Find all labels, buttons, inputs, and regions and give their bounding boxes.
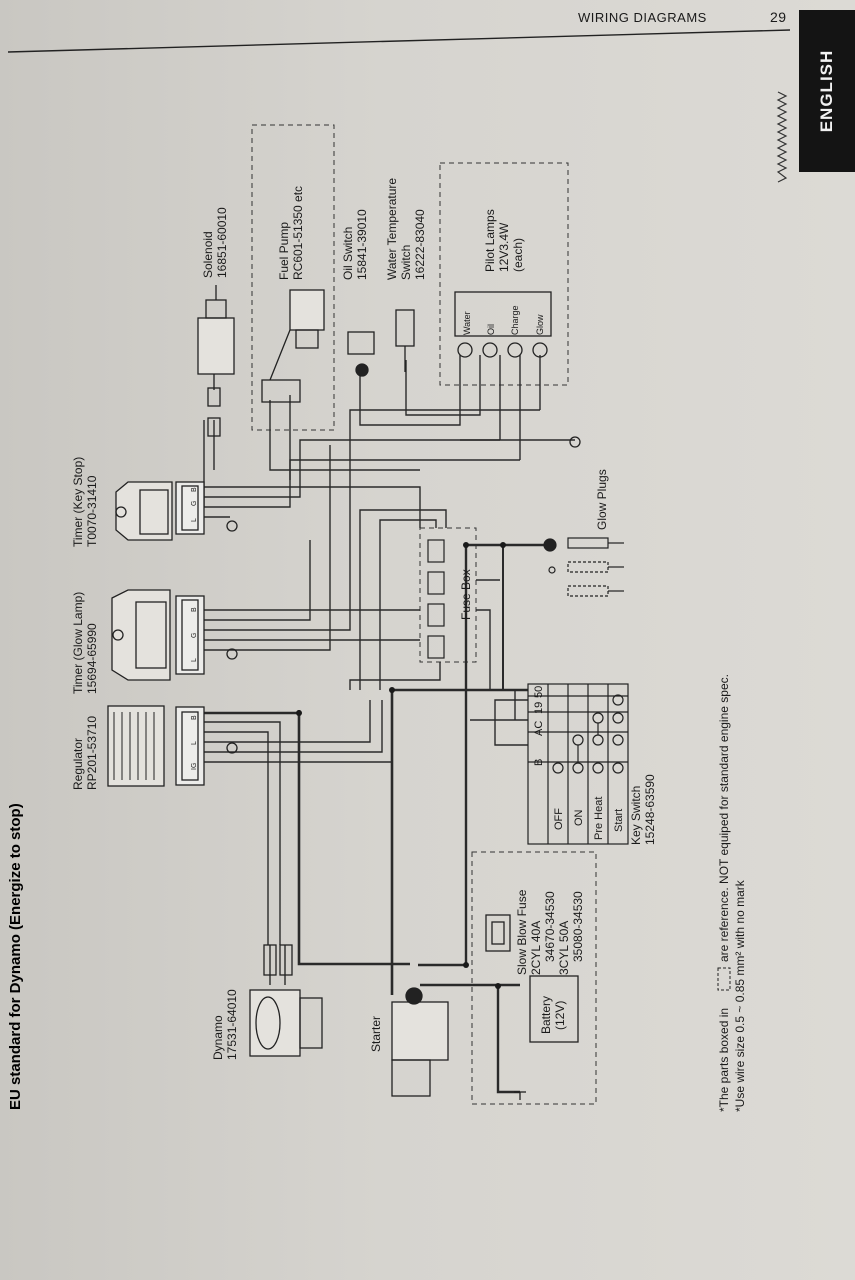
pilot-lamps-label: Pilot Lamps: [483, 209, 497, 272]
lamp-label-glow: Glow: [535, 314, 545, 335]
key-switch-col-50: 50: [533, 686, 545, 698]
regulator-part: RP201-53710: [85, 716, 99, 790]
regulator-label: Regulator: [71, 738, 85, 790]
fuel-pump-part: RC601-51350 etc: [291, 186, 305, 280]
reg-terminal-b: B: [191, 715, 198, 720]
regulator-symbol: [107, 705, 238, 787]
fuse-box-symbol: [427, 539, 445, 659]
fuse-box-dashed-outline: [419, 527, 477, 663]
key-switch-col-19: 19: [533, 702, 545, 714]
page-number: 29: [770, 9, 787, 25]
dynamo-label: Dynamo: [211, 1015, 225, 1060]
diagram-title: EU standard for Dynamo (Energize to stop…: [7, 803, 24, 1110]
timer-glow-part: 15694-65990: [85, 623, 99, 694]
key-switch-label: Key Switch: [629, 786, 643, 845]
tk-terminal-b: B: [191, 487, 198, 492]
glow-plugs-label: Glow Plugs: [595, 469, 609, 530]
tg-terminal-b: B: [191, 607, 198, 612]
starter-label: Starter: [369, 1016, 383, 1052]
slow-blow-fuse-symbol: [485, 914, 511, 952]
fuse-box-label: Fuse Box: [459, 569, 473, 620]
language-tab: ENGLISH: [799, 10, 855, 172]
glow-plugs-symbol: [543, 537, 624, 597]
key-switch-part: 15248-63590: [643, 774, 657, 845]
slow-blow-fuse-line2: 34670-34530: [543, 891, 557, 962]
key-switch-col-ac: AC: [533, 721, 545, 736]
lamp-label-charge: Charge: [510, 305, 520, 335]
lamp-label-water: Water: [462, 311, 472, 335]
note-1-prefix: *The parts boxed in: [717, 1008, 731, 1112]
pilot-lamps-symbol: [454, 291, 581, 448]
slow-blow-fuse-label: Slow Blow Fuse: [515, 889, 529, 975]
water-temp-part: 16222-83040: [413, 209, 427, 280]
tk-terminal-g: G: [191, 501, 198, 506]
note-2: *Use wire size 0.5 ~ 0.85 mm² with no ma…: [733, 879, 747, 1112]
glow-lamp-timer-symbol: [111, 589, 238, 681]
water-temp-label-2: Switch: [399, 245, 413, 280]
dynamo-symbol: [249, 944, 323, 1057]
battery-fuse-dashed-box: [471, 851, 597, 1105]
battery-symbol: [514, 975, 579, 1100]
slow-blow-fuse-line3: 3CYL 50A: [557, 921, 571, 975]
solenoid-symbol: [197, 285, 235, 437]
slow-blow-fuse-line4: 35080-34530: [571, 891, 585, 962]
oil-switch-label: Oil Switch: [341, 227, 355, 280]
tg-terminal-l: L: [191, 658, 198, 662]
water-temp-label: Water Temperature: [385, 178, 399, 280]
timer-glow-label: Timer (Glow Lamp): [71, 592, 85, 694]
pilot-lamp-dashed-box: [439, 162, 569, 386]
brand-mark-icon: [776, 91, 788, 183]
key-switch-col-b: B: [533, 759, 545, 766]
fuel-pump-label: Fuel Pump: [277, 222, 291, 280]
timer-key-label: Timer (Key Stop): [71, 457, 85, 547]
solenoid-part: 16851-60010: [215, 207, 229, 278]
tk-terminal-l: L: [191, 518, 198, 522]
note-box-icon: [717, 967, 731, 991]
lamp-label-oil: Oil: [486, 324, 496, 335]
key-switch-table: [527, 683, 629, 845]
key-switch-row-on: ON: [573, 809, 585, 826]
water-temp-switch-symbol: [395, 309, 415, 372]
key-stop-timer-symbol: [115, 481, 238, 541]
pilot-lamps-spec: 12V3.4W: [497, 222, 511, 272]
solenoid-label: Solenoid: [201, 231, 215, 278]
fuel-pump-dashed-box: [251, 124, 335, 431]
tg-terminal-g: G: [191, 633, 198, 638]
key-switch-row-start: Start: [613, 809, 625, 832]
battery-voltage: (12V): [553, 1001, 567, 1030]
note-1-suffix: are reference. NOT equiped for standard …: [717, 674, 731, 962]
oil-switch-part: 15841-39010: [355, 209, 369, 280]
dynamo-part: 17531-64010: [225, 989, 239, 1060]
key-switch-row-off: OFF: [553, 808, 565, 830]
section-header: WIRING DIAGRAMS: [578, 10, 707, 25]
fuel-pump-symbol: [261, 289, 325, 403]
slow-blow-fuse-line1: 2CYL 40A: [529, 921, 543, 975]
reg-terminal-ig: IG: [191, 763, 198, 770]
oil-switch-symbol: [347, 331, 375, 377]
timer-key-part: T0070-31410: [85, 475, 99, 547]
starter-symbol: [391, 987, 449, 1097]
pilot-lamps-each: (each): [511, 238, 525, 272]
reg-terminal-l: L: [191, 741, 198, 745]
key-switch-row-preheat: Pre Heat: [593, 797, 605, 840]
battery-label: Battery: [539, 996, 553, 1034]
